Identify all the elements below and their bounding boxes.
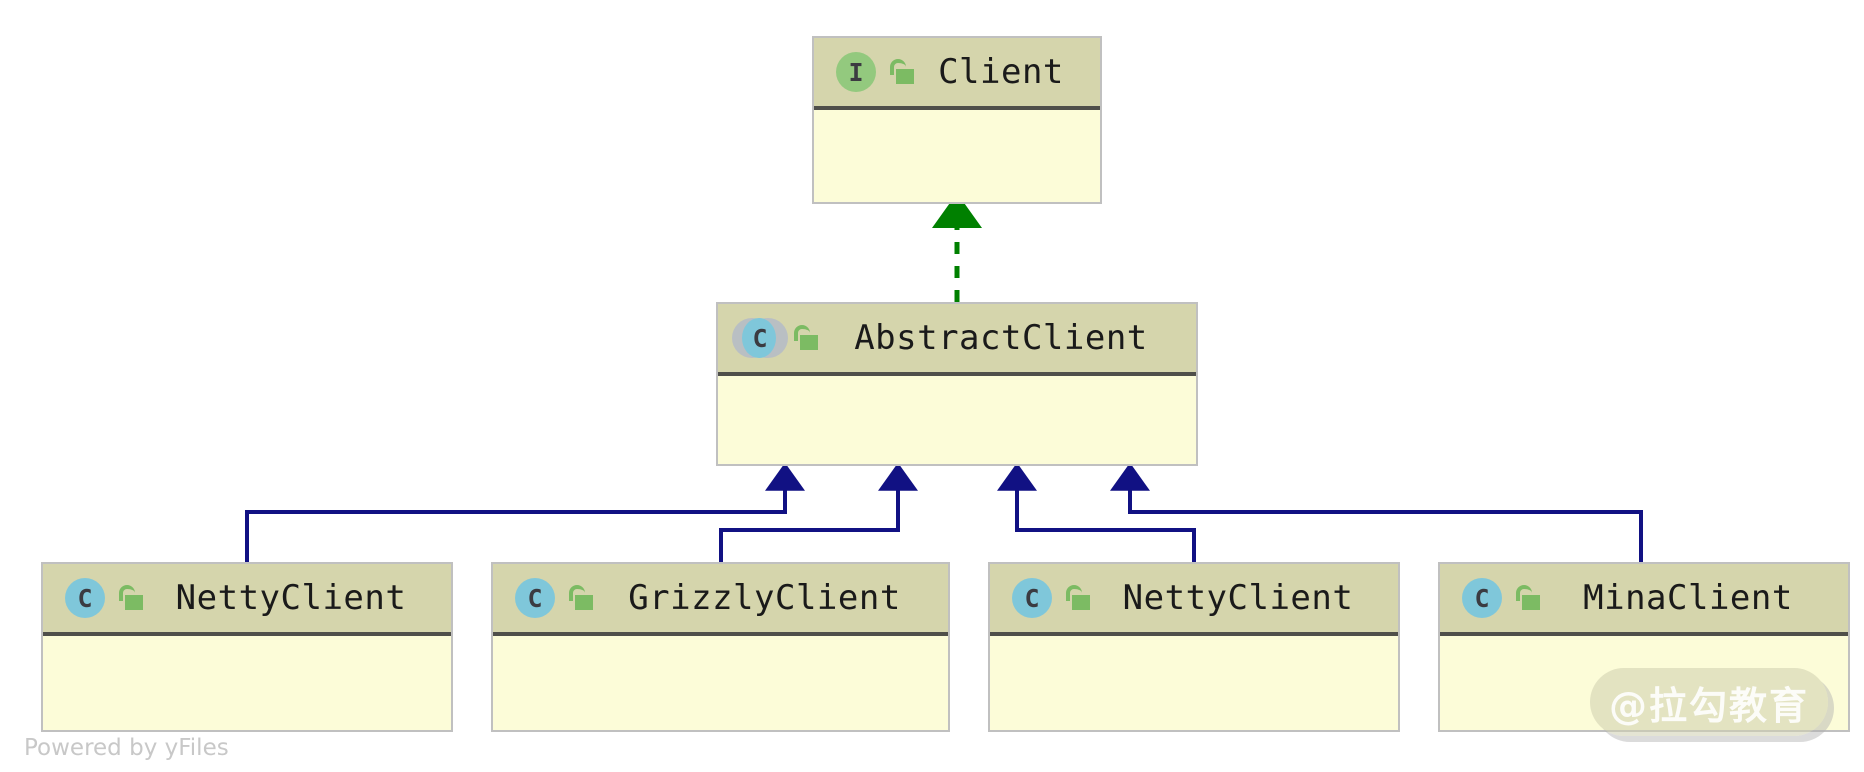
uml-node-netty-client-right-body bbox=[990, 636, 1398, 730]
interface-icon: I bbox=[832, 50, 876, 94]
uml-node-grizzly-client-title: GrizzlyClient bbox=[628, 578, 901, 618]
abstract-class-icon: C bbox=[732, 316, 788, 360]
class-icon: C bbox=[511, 576, 555, 620]
uml-node-abstract-client-body bbox=[718, 376, 1196, 464]
uml-node-client-title: Client bbox=[938, 52, 1064, 92]
yfiles-credit-label: Powered by yFiles bbox=[24, 735, 229, 761]
uml-node-netty-client-right-header: C NettyClient bbox=[990, 564, 1398, 636]
uml-node-netty-client-left-title: NettyClient bbox=[175, 578, 407, 618]
uml-node-mina-client-header: C MinaClient bbox=[1440, 564, 1848, 636]
watermark-text: @拉勾教育 bbox=[1608, 683, 1809, 728]
uml-node-grizzly-client-body bbox=[493, 636, 948, 730]
uml-node-grizzly-client-header: C GrizzlyClient bbox=[493, 564, 948, 636]
uml-node-mina-client-title: MinaClient bbox=[1583, 578, 1793, 618]
edge-generalization-nettyclient-left bbox=[245, 462, 805, 562]
unlocked-public-icon bbox=[1062, 580, 1092, 616]
uml-node-grizzly-client[interactable]: C GrizzlyClient bbox=[491, 562, 950, 732]
watermark-badge: @拉勾教育 bbox=[1590, 668, 1828, 736]
uml-node-netty-client-left-header: C NettyClient bbox=[43, 564, 451, 636]
edge-generalization-grizzlyclient bbox=[719, 462, 918, 562]
unlocked-public-icon bbox=[115, 580, 145, 616]
unlocked-public-icon bbox=[790, 320, 820, 356]
uml-node-netty-client-right[interactable]: C NettyClient bbox=[988, 562, 1400, 732]
unlocked-public-icon bbox=[886, 54, 916, 90]
uml-node-client-body bbox=[814, 110, 1100, 202]
class-icon: C bbox=[1008, 576, 1052, 620]
unlocked-public-icon bbox=[565, 580, 595, 616]
uml-node-netty-client-right-title: NettyClient bbox=[1122, 578, 1354, 618]
edge-generalization-minaclient bbox=[1110, 462, 1643, 562]
uml-node-abstract-client-title: AbstractClient bbox=[854, 318, 1148, 358]
uml-node-netty-client-left[interactable]: C NettyClient bbox=[41, 562, 453, 732]
edge-generalization-nettyclient-right bbox=[997, 462, 1196, 562]
class-icon: C bbox=[1458, 576, 1502, 620]
uml-node-client[interactable]: I Client bbox=[812, 36, 1102, 204]
uml-node-netty-client-left-body bbox=[43, 636, 451, 730]
unlocked-public-icon bbox=[1512, 580, 1542, 616]
uml-node-abstract-client[interactable]: C AbstractClient bbox=[716, 302, 1198, 466]
class-icon: C bbox=[61, 576, 105, 620]
uml-node-client-header: I Client bbox=[814, 38, 1100, 110]
uml-node-abstract-client-header: C AbstractClient bbox=[718, 304, 1196, 376]
